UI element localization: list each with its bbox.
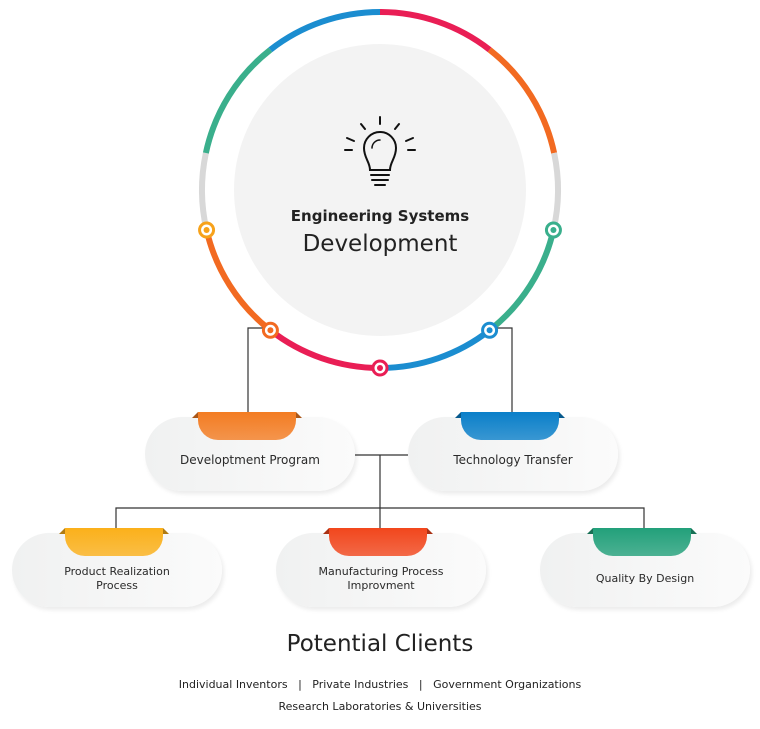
tab-fold — [323, 528, 329, 534]
node-label: Developtment Program — [180, 453, 320, 467]
node-tab — [593, 528, 691, 556]
node-label: Quality By Design — [595, 572, 695, 585]
tab-fold — [163, 528, 169, 534]
outer-ring — [199, 9, 561, 371]
tab-fold — [427, 528, 433, 534]
tab-fold — [559, 412, 565, 418]
ring-marker-dot — [550, 227, 557, 234]
tab-fold — [192, 412, 198, 418]
tab-fold — [59, 528, 65, 534]
ring-marker-dot — [267, 327, 274, 334]
node-tab — [461, 412, 559, 440]
clients-heading: Potential Clients — [286, 631, 474, 657]
ring-segment — [487, 229, 557, 333]
ring-segment — [203, 229, 273, 333]
node-card: Product Realization Process — [12, 533, 222, 607]
ring-segment — [379, 9, 492, 53]
center-ring — [227, 37, 533, 343]
ring-marker-dot — [486, 327, 493, 334]
center-title: Engineering Systems — [290, 207, 470, 225]
ring-segment — [268, 9, 381, 53]
ring-segment — [202, 47, 273, 154]
ring-markers — [198, 221, 562, 377]
tab-fold — [296, 412, 302, 418]
node-label: Technology Transfer — [453, 453, 573, 467]
node-label: Manufacturing Process Improvment — [318, 565, 444, 592]
node-tab — [329, 528, 427, 556]
ring-segment — [268, 327, 381, 371]
ring-segment — [487, 47, 558, 154]
center-circle — [234, 44, 526, 336]
center-subtitle: Development — [302, 231, 458, 257]
clients-line-2: Research Laboratories & Universities — [278, 700, 482, 713]
clients-line-1: Individual Inventors | Private Industrie… — [178, 678, 582, 691]
node-tab — [65, 528, 163, 556]
ring-marker-dot — [377, 365, 383, 371]
ring-segment — [379, 327, 492, 371]
ring-marker-dot — [203, 227, 210, 234]
node-label: Product Realization Process — [64, 565, 170, 592]
tab-fold — [587, 528, 593, 534]
tab-fold — [455, 412, 461, 418]
tab-fold — [691, 528, 697, 534]
node-tab — [198, 412, 296, 440]
lightbulb-icon — [344, 116, 416, 186]
